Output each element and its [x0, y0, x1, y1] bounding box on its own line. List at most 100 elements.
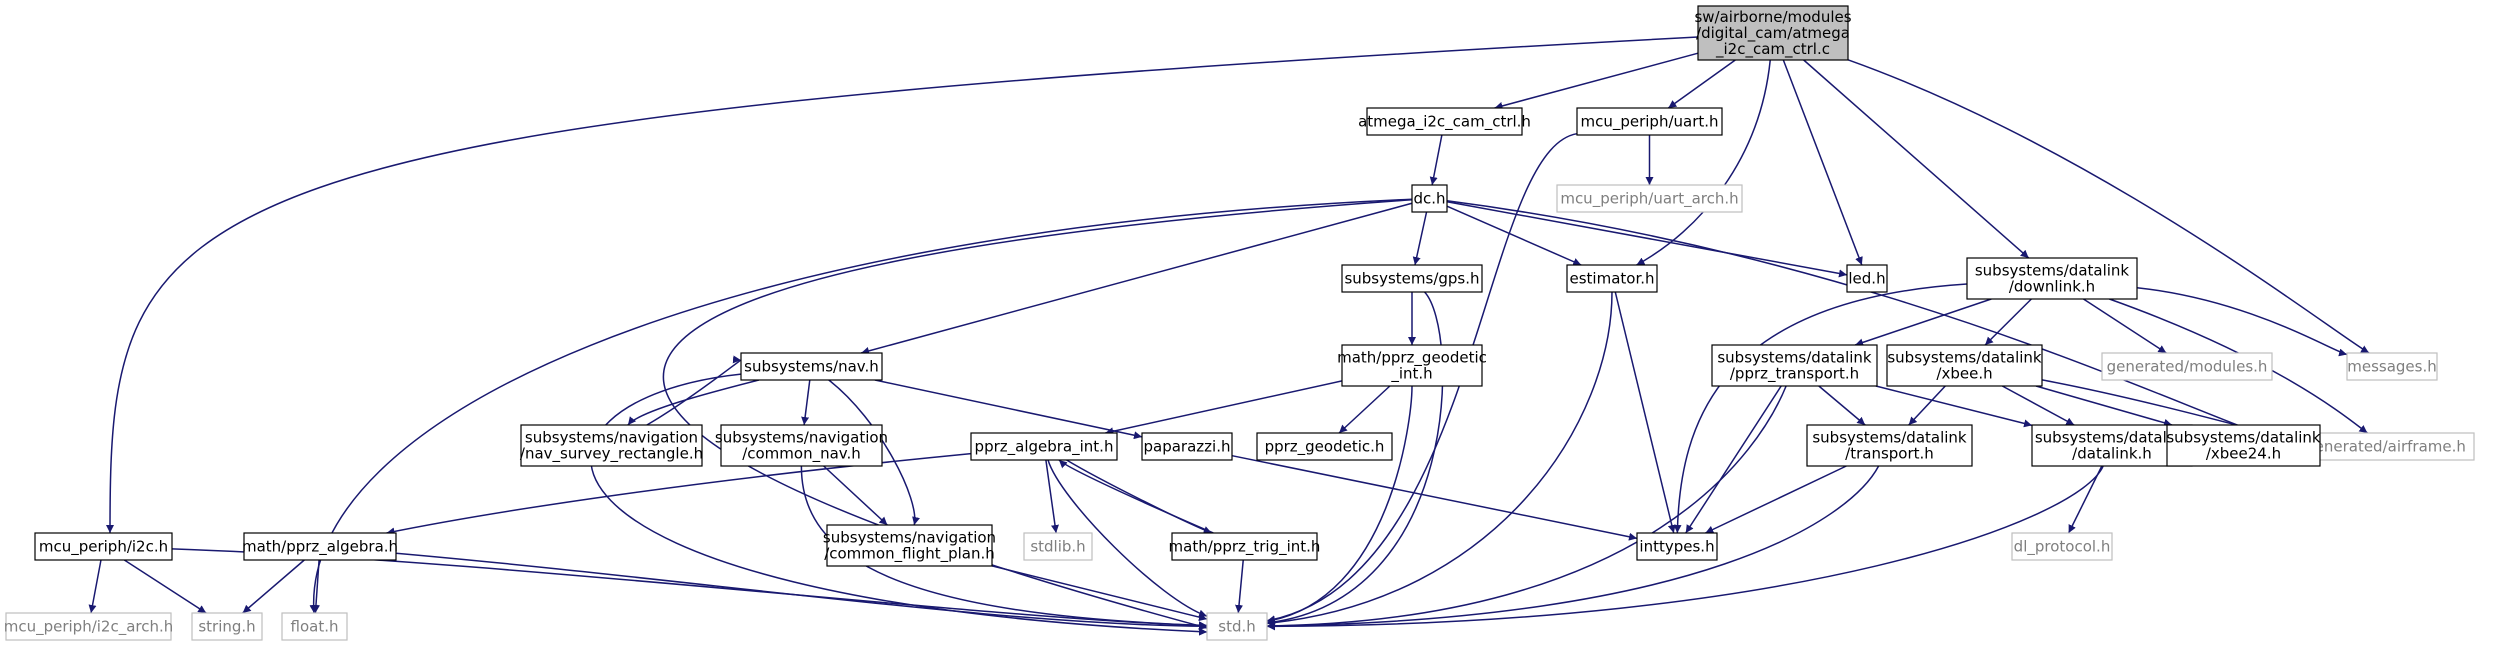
node-box — [191, 612, 263, 641]
edge-line — [1429, 134, 1443, 186]
node-label: inttypes.h — [1639, 538, 1714, 556]
node-stdlib[interactable]: stdlib.h — [1023, 532, 1093, 561]
node-std[interactable]: std.h — [1206, 612, 1268, 641]
edge-nav-to-std — [590, 373, 1208, 636]
node-label: mcu_periph/i2c.h — [39, 538, 168, 557]
edge-dc-to-float — [309, 198, 1413, 614]
node-label: math/pprz_algebra.h — [242, 538, 398, 557]
edge-line — [1705, 465, 1847, 534]
node-box — [1576, 107, 1723, 136]
node-transport[interactable]: subsystems/datalink/transport.h — [1806, 424, 1973, 467]
edge-line — [1494, 52, 1699, 110]
node-label: subsystems/datalink — [2166, 429, 2321, 447]
node-downlink[interactable]: subsystems/datalink/downlink.h — [1966, 257, 2138, 300]
node-gen_modules[interactable]: generated/modules.h — [2101, 352, 2273, 381]
node-label: subsystems/nav.h — [744, 358, 879, 376]
node-label: messages.h — [2347, 358, 2437, 376]
edge-nav-to-common_fp — [828, 379, 920, 526]
node-label: subsystems/datalink — [2035, 429, 2190, 447]
edge-line — [2136, 286, 2348, 357]
node-label: /pprz_transport.h — [1730, 365, 1859, 384]
node-common_fp[interactable]: subsystems/navigation/common_flight_plan… — [823, 524, 996, 567]
node-string[interactable]: string.h — [191, 612, 263, 641]
edge-root-to-led — [1782, 59, 1863, 266]
edge-line — [1105, 380, 1343, 436]
edge-line — [590, 373, 1208, 636]
edge-i2c-to-string — [123, 559, 207, 614]
edge-i2c-to-i2c_arch — [88, 559, 102, 614]
node-box — [2101, 352, 2273, 381]
edge-line — [1266, 385, 1787, 630]
node-pprz_geodetic[interactable]: pprz_geodetic.h — [1256, 432, 1393, 461]
node-xbee24[interactable]: subsystems/datalink/xbee24.h — [2166, 424, 2321, 467]
node-root[interactable]: sw/airborne/modules/digital_cam/atmega_i… — [1694, 5, 1852, 61]
edge-pprz_transport-to-datalink — [1875, 385, 2033, 428]
edge-algebra_int-to-std — [1047, 459, 1208, 618]
edge-line — [1667, 59, 1736, 109]
node-algebra[interactable]: math/pprz_algebra.h — [242, 532, 398, 561]
edge-line — [1266, 465, 1880, 630]
edge-geodetic_int-to-pprz_geodetic — [1338, 385, 1391, 434]
edge-pprz_transport-to-inttypes — [1685, 385, 1782, 534]
node-label: generated/airframe.h — [2305, 438, 2466, 456]
node-estimator[interactable]: estimator.h — [1566, 264, 1658, 293]
edge-line — [309, 198, 1413, 614]
node-nav[interactable]: subsystems/nav.h — [740, 352, 883, 381]
edge-geodetic_int-to-std — [1266, 385, 1413, 624]
edge-nav-to-common_nav — [801, 379, 811, 426]
node-led[interactable]: led.h — [1846, 264, 1888, 293]
node-dc[interactable]: dc.h — [1411, 184, 1448, 213]
node-inttypes[interactable]: inttypes.h — [1636, 532, 1718, 561]
edge-line — [1614, 291, 1676, 534]
node-trig_int[interactable]: math/pprz_trig_int.h — [1169, 532, 1321, 561]
node-i2c_arch[interactable]: mcu_periph/i2c_arch.h — [4, 612, 174, 641]
edge-line — [1446, 200, 2298, 448]
node-label: /transport.h — [1845, 445, 1934, 463]
node-uart_arch[interactable]: mcu_periph/uart_arch.h — [1556, 184, 1743, 213]
node-label: /downlink.h — [2009, 278, 2095, 296]
edge-line — [311, 559, 320, 614]
node-gps[interactable]: subsystems/gps.h — [1341, 264, 1483, 293]
edge-line — [662, 198, 1413, 630]
node-box — [1966, 257, 2138, 300]
node-label: led.h — [1848, 270, 1885, 288]
node-paparazzi[interactable]: paparazzi.h — [1141, 432, 1233, 461]
edge-line — [828, 379, 920, 526]
edge-line — [1231, 454, 1638, 541]
node-box — [1023, 532, 1093, 561]
edge-line — [1412, 211, 1428, 266]
node-label: /datalink.h — [2072, 445, 2152, 463]
node-box — [970, 432, 1118, 461]
edge-layer — [88, 36, 2370, 636]
node-geodetic_int[interactable]: math/pprz_geodetic_int.h — [1337, 344, 1487, 387]
node-gen_airframe[interactable]: generated/airframe.h — [2296, 432, 2475, 461]
node-float[interactable]: float.h — [281, 612, 348, 641]
node-dl_protocol[interactable]: dl_protocol.h — [2011, 532, 2113, 561]
node-pprz_transport[interactable]: subsystems/datalink/pprz_transport.h — [1711, 344, 1878, 387]
edge-line — [1818, 385, 1866, 426]
node-label: pprz_algebra_int.h — [975, 438, 1114, 457]
node-box — [1636, 532, 1718, 561]
node-uart[interactable]: mcu_periph/uart.h — [1576, 107, 1723, 136]
node-algebra_int[interactable]: pprz_algebra_int.h — [970, 432, 1118, 461]
edge-xbee-to-xbee24 — [2035, 385, 2173, 427]
edge-trig_int-to-algebra_int — [1058, 459, 1214, 534]
edge-dc-to-gen_airframe — [1446, 200, 2298, 448]
node-label: math/pprz_trig_int.h — [1169, 538, 1321, 557]
edge-line — [1266, 291, 1444, 626]
edge-line — [1984, 298, 2032, 346]
edge-root-to-messages — [1847, 59, 2370, 354]
node-box — [281, 612, 348, 641]
edge-transport-to-std — [1266, 465, 1880, 630]
edge-common_nav-to-std — [800, 465, 1208, 630]
node-nav_survey[interactable]: subsystems/navigation/nav_survey_rectang… — [520, 424, 703, 467]
node-atmega[interactable]: atmega_i2c_cam_ctrl.h — [1358, 107, 1531, 136]
node-messages[interactable]: messages.h — [2346, 352, 2438, 381]
node-label: subsystems/navigation — [525, 429, 698, 447]
edge-root-to-uart — [1667, 59, 1736, 109]
node-xbee[interactable]: subsystems/datalink/xbee.h — [1886, 344, 2043, 387]
node-layer: sw/airborne/modules/digital_cam/atmega_i… — [4, 5, 2475, 641]
node-i2c[interactable]: mcu_periph/i2c.h — [34, 532, 173, 561]
node-label: std.h — [1218, 618, 1256, 636]
node-common_nav[interactable]: subsystems/navigation/common_nav.h — [715, 424, 888, 467]
